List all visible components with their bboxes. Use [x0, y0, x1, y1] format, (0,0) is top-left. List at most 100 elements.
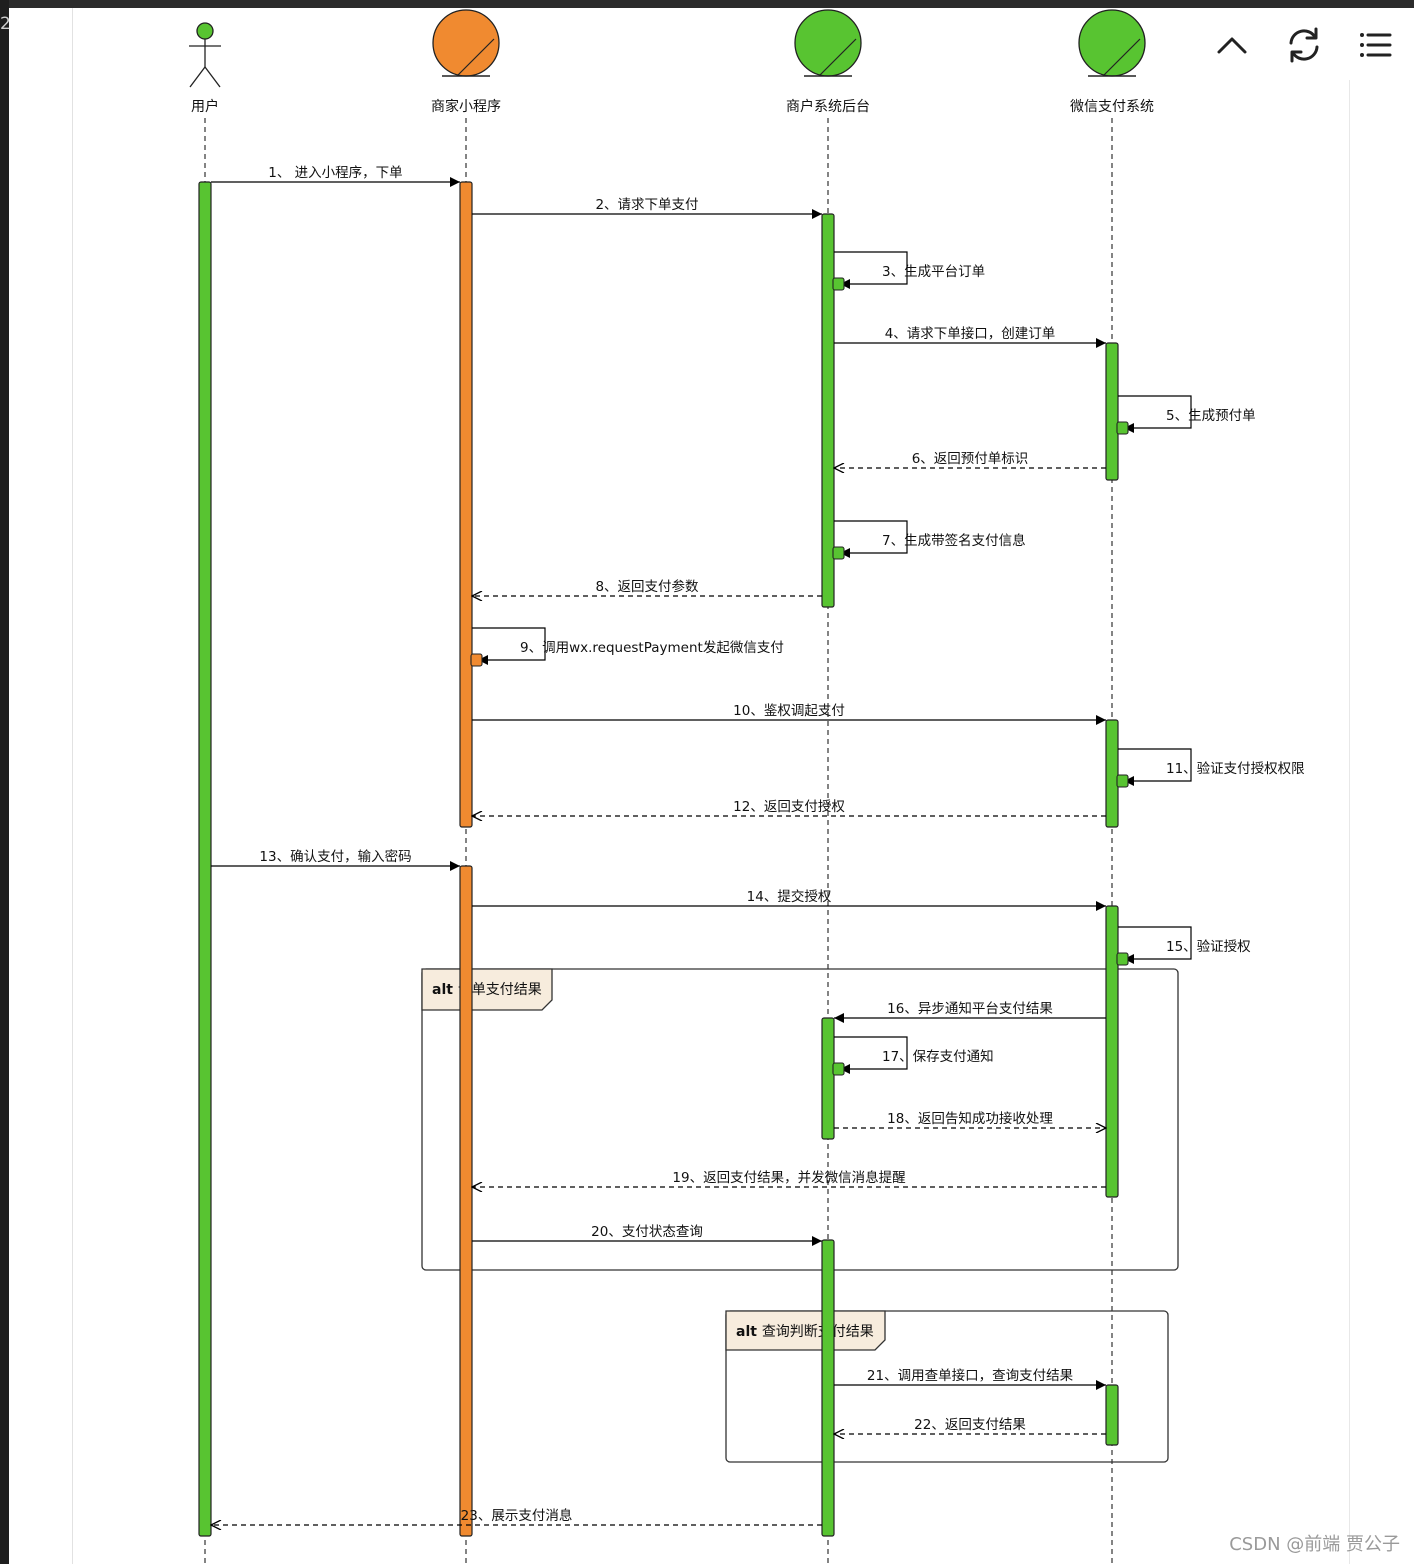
activation-bar — [198, 181, 212, 1537]
alt-fragment: alt 查询判断支付结果 — [725, 1310, 1169, 1463]
alt-fragment: alt 订单支付结果 — [421, 968, 1179, 1271]
nested-activation — [1116, 421, 1129, 435]
entity-icon — [1078, 9, 1146, 77]
left-gutter: 2 — [0, 0, 11, 1564]
participant-name: 微信支付系统 — [1070, 99, 1154, 115]
message-label: 9、调用wx.requestPayment发起微信支付 — [520, 640, 784, 656]
nested-activation — [832, 277, 845, 291]
message-21: 21、调用查单接口，查询支付结果 — [834, 1367, 1106, 1390]
message-label: 7、生成带签名支付信息 — [882, 532, 1026, 549]
entity-icon — [432, 9, 500, 77]
activation-bar — [459, 865, 473, 1537]
participant-name: 用户 — [191, 98, 219, 115]
message-label: 8、返回支付参数 — [595, 578, 699, 595]
message-22: 22、返回支付结果 — [834, 1417, 1106, 1434]
message-1: 1、 进入小程序，下单 — [211, 165, 460, 187]
message-label: 2、请求下单支付 — [595, 197, 698, 213]
message-18: 18、返回告知成功接收处理 — [834, 1110, 1106, 1128]
message-15: 15、验证授权 — [1116, 926, 1251, 966]
activation-bars — [198, 181, 1119, 1537]
message-label: 17、保存支付通知 — [882, 1048, 994, 1065]
watermark: CSDN @前端 贾公子 — [1229, 1534, 1400, 1555]
message-5: 5、生成预付单 — [1116, 395, 1256, 435]
activation-bar — [1105, 719, 1119, 828]
refresh-icon[interactable] — [1283, 24, 1325, 66]
fragment-frame — [725, 1310, 1169, 1463]
message-17: 17、保存支付通知 — [832, 1036, 994, 1076]
fragment-frames: alt 订单支付结果 alt 查询判断支付结果 — [421, 968, 1179, 1463]
message-7: 7、生成带签名支付信息 — [832, 520, 1026, 560]
participant-heads: 用户 商家小程序 商户系统后台 微信支付系统 — [189, 9, 1154, 115]
self-call-arrow — [1118, 395, 1192, 433]
self-call-arrow — [1118, 926, 1192, 964]
message-label: 1、 进入小程序，下单 — [268, 165, 402, 181]
activation-bar — [821, 1017, 835, 1140]
actor-icon — [189, 22, 221, 88]
message-6: 6、返回预付单标识 — [834, 451, 1106, 468]
message-label: 14、提交授权 — [747, 888, 832, 905]
fragment-tab — [725, 1310, 886, 1351]
message-label: 22、返回支付结果 — [914, 1417, 1026, 1433]
message-label: 16、异步通知平台支付结果 — [887, 1000, 1053, 1017]
self-call-arrow — [834, 520, 908, 558]
message-19: 19、返回支付结果，并发微信消息提醒 — [472, 1169, 1106, 1187]
fragment-label: alt 订单支付结果 — [432, 982, 542, 998]
participant-name: 商家小程序 — [431, 98, 501, 115]
message-label: 21、调用查单接口，查询支付结果 — [867, 1367, 1074, 1384]
self-call-arrow — [834, 1036, 908, 1074]
list-icon[interactable] — [1354, 24, 1396, 66]
message-label: 15、验证授权 — [1166, 938, 1251, 955]
message-label: 12、返回支付授权 — [733, 798, 845, 815]
message-9: 9、调用wx.requestPayment发起微信支付 — [470, 627, 784, 667]
message-label: 10、鉴权调起支付 — [733, 702, 845, 719]
message-11: 11、验证支付授权权限 — [1116, 748, 1305, 788]
canvas-border-left — [72, 8, 73, 1564]
message-8: 8、返回支付参数 — [472, 578, 822, 596]
message-23: 23、展示支付消息 — [211, 1507, 822, 1525]
message-label: 4、请求下单接口，创建订单 — [885, 325, 1056, 342]
message-3: 3、生成平台订单 — [832, 251, 985, 291]
activation-bar — [821, 1239, 835, 1537]
activation-bar — [1105, 905, 1119, 1198]
nested-activation — [832, 1062, 845, 1076]
nested-activation — [1116, 952, 1129, 966]
fragment-label: alt 查询判断支付结果 — [736, 1324, 874, 1340]
fragment-frame — [421, 968, 1179, 1271]
message-label: 5、生成预付单 — [1166, 408, 1256, 424]
activation-bar — [821, 213, 835, 608]
message-label: 6、返回预付单标识 — [912, 451, 1029, 467]
self-call-arrow — [834, 251, 908, 289]
nested-activation — [832, 546, 845, 560]
fragment-tab — [421, 968, 553, 1011]
message-12: 12、返回支付授权 — [472, 798, 1106, 816]
message-14: 14、提交授权 — [472, 888, 1106, 911]
message-label: 20、支付状态查询 — [591, 1224, 703, 1240]
message-label: 13、确认支付，输入密码 — [259, 848, 411, 865]
self-call-arrow — [472, 627, 546, 665]
activation-bar — [459, 181, 473, 828]
activation-bar — [1105, 342, 1119, 481]
activation-bar — [1105, 1384, 1119, 1446]
gutter-number: 2 — [0, 14, 11, 34]
participant-name: 商户系统后台 — [786, 98, 870, 115]
entity-icon — [794, 9, 862, 77]
message-label: 19、返回支付结果，并发微信消息提醒 — [672, 1169, 906, 1186]
message-13: 13、确认支付，输入密码 — [211, 848, 460, 871]
message-16: 16、异步通知平台支付结果 — [834, 1000, 1106, 1023]
message-2: 2、请求下单支付 — [472, 197, 822, 219]
chevron-up-icon[interactable] — [1211, 24, 1253, 66]
message-20: 20、支付状态查询 — [472, 1224, 822, 1246]
message-label: 23、展示支付消息 — [461, 1507, 573, 1524]
canvas-border-right — [1349, 80, 1350, 1564]
top-bar — [0, 0, 1414, 8]
nested-activation — [1116, 774, 1129, 788]
message-4: 4、请求下单接口，创建订单 — [834, 325, 1106, 348]
nested-activation — [470, 653, 483, 667]
message-label: 11、验证支付授权权限 — [1166, 760, 1305, 777]
self-call-arrow — [1118, 748, 1192, 786]
message-label: 3、生成平台订单 — [882, 264, 985, 280]
message-label: 18、返回告知成功接收处理 — [887, 1110, 1053, 1127]
message-10: 10、鉴权调起支付 — [472, 702, 1106, 725]
messages: 1、 进入小程序，下单 2、请求下单支付 3、生成平台订单 4、请求下单接口，创建订单… — [211, 165, 1305, 1525]
